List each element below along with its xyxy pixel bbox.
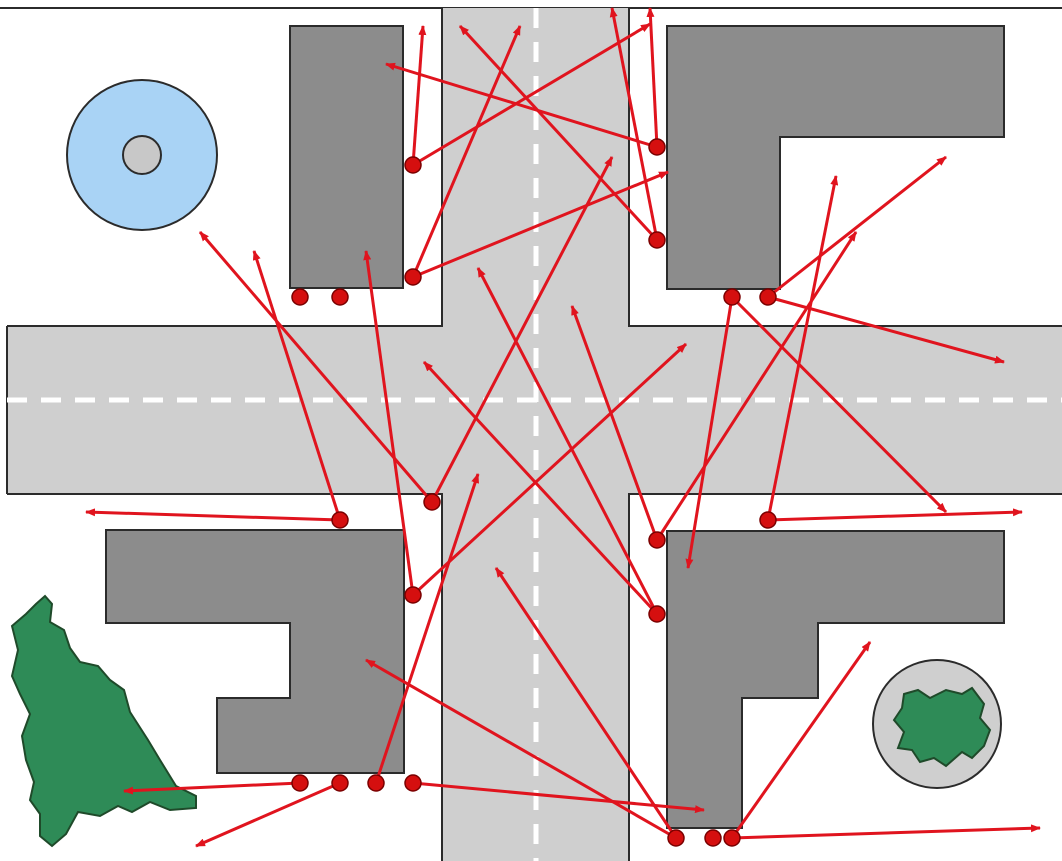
node	[404, 586, 422, 604]
arrow	[363, 250, 415, 596]
arrow	[767, 155, 947, 299]
arrow	[476, 267, 659, 615]
nodes	[291, 138, 777, 847]
arrow	[685, 296, 734, 569]
arrow	[646, 7, 659, 148]
arrow	[252, 250, 342, 521]
arrow	[412, 22, 651, 167]
arrow	[385, 62, 658, 149]
node	[423, 493, 441, 511]
arrow	[767, 508, 1023, 522]
arrow	[655, 231, 858, 541]
arrow	[609, 7, 659, 241]
node	[367, 774, 385, 792]
plaza-with-tree-cluster	[872, 659, 1002, 789]
pond-center	[122, 135, 162, 175]
node	[404, 268, 422, 286]
node	[704, 829, 722, 847]
node	[331, 774, 349, 792]
arrow	[494, 567, 678, 839]
road-edges	[6, 8, 1062, 861]
node	[404, 156, 422, 174]
arrow	[412, 170, 669, 279]
arrow	[123, 781, 301, 795]
arrow	[411, 25, 522, 278]
node	[648, 138, 666, 156]
arrow	[85, 508, 341, 522]
arrow	[731, 824, 1041, 840]
node	[291, 288, 309, 306]
arrow	[730, 295, 948, 514]
arrow	[766, 175, 839, 521]
arrow	[374, 473, 480, 784]
node	[723, 829, 741, 847]
arrows	[85, 7, 1041, 848]
building-nw	[289, 25, 404, 289]
node	[723, 288, 741, 306]
arrow	[730, 641, 872, 839]
node	[404, 774, 422, 792]
arrow	[411, 25, 427, 166]
arrow	[411, 342, 688, 597]
forest	[10, 594, 197, 848]
node	[648, 605, 666, 623]
arrow	[365, 658, 677, 840]
buildings	[105, 25, 1005, 829]
node	[648, 231, 666, 249]
arrow	[570, 305, 659, 541]
node	[648, 531, 666, 549]
node	[759, 288, 777, 306]
building-se	[666, 530, 1005, 829]
node	[759, 511, 777, 529]
arrow	[195, 781, 341, 848]
roads	[6, 8, 1062, 861]
arrow	[422, 360, 659, 616]
pond	[66, 79, 218, 231]
arrow	[430, 156, 614, 503]
tree-cluster	[892, 686, 992, 768]
node	[667, 829, 685, 847]
building-sw	[105, 529, 405, 774]
node	[331, 511, 349, 529]
node	[331, 288, 349, 306]
arrow	[458, 24, 659, 242]
building-ne	[666, 25, 1005, 290]
node	[291, 774, 309, 792]
